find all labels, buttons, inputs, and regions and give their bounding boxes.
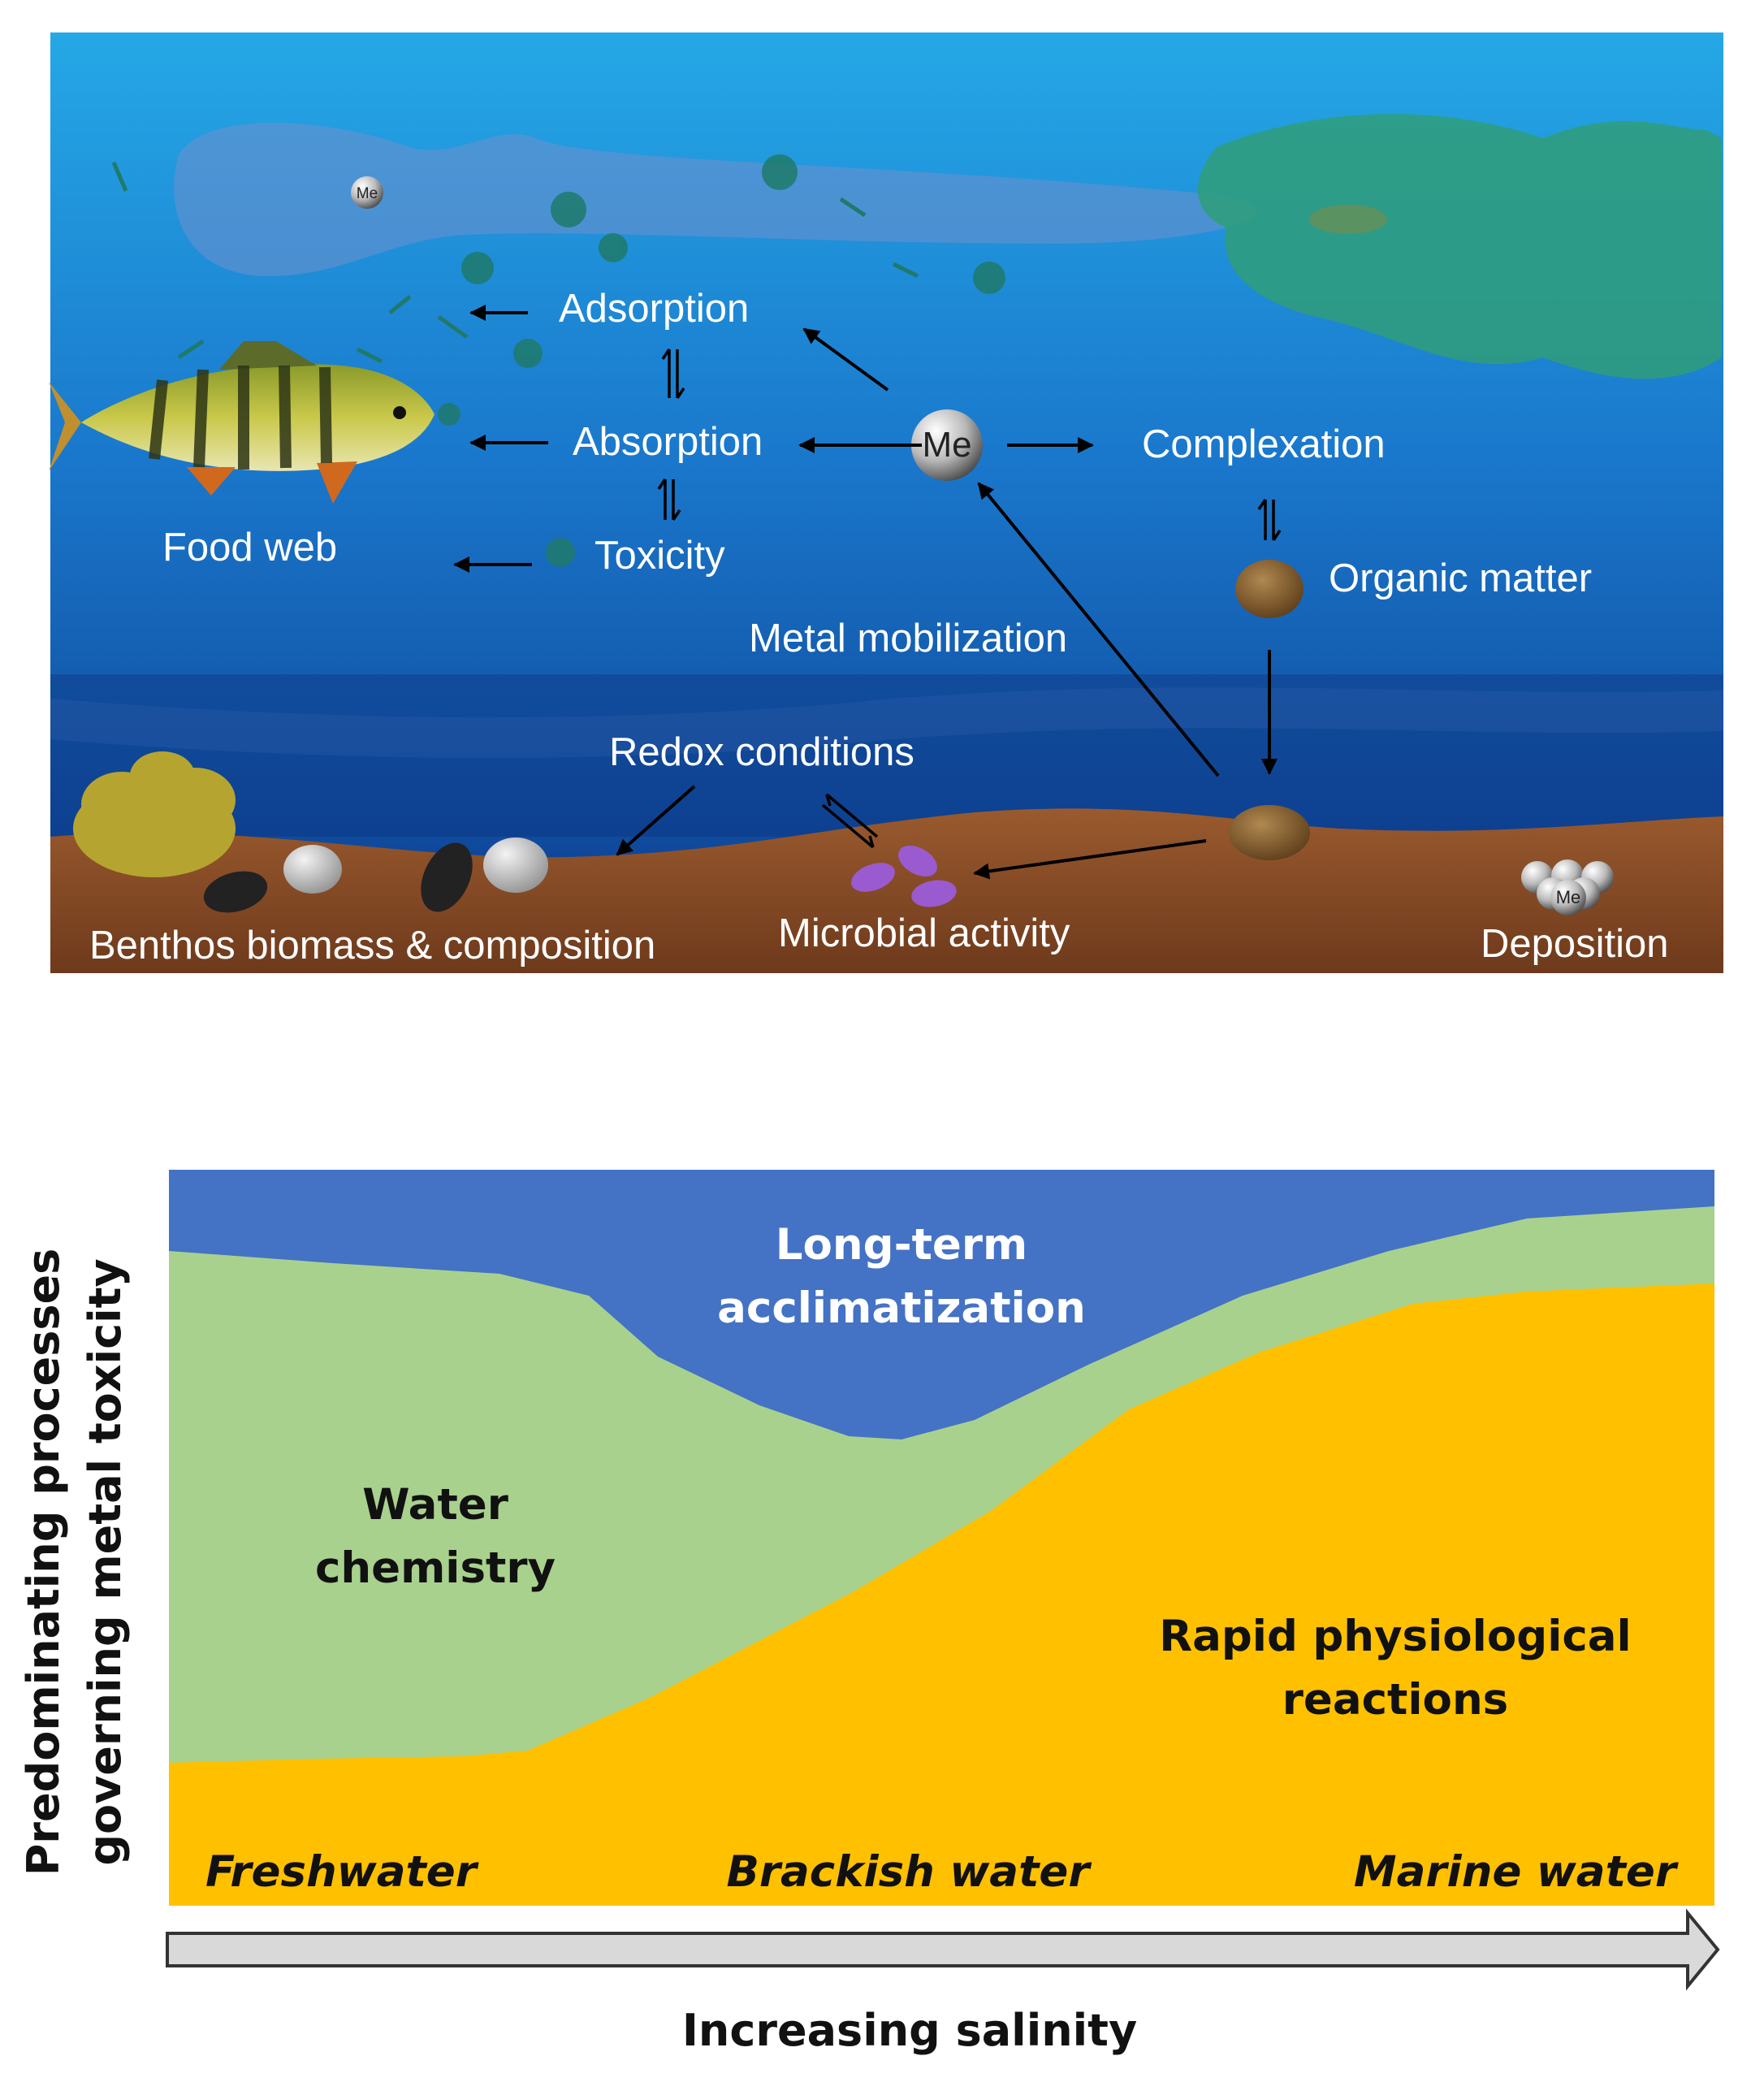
metal-ion-center-label: Me [922, 425, 971, 465]
label-absorption: Absorption [573, 420, 763, 464]
organic-matter-deposited [1229, 805, 1310, 860]
y-axis-label-line1: Predominating processes [18, 1249, 69, 1876]
sediment-ridge [50, 687, 1723, 759]
clam-icon [283, 845, 342, 894]
microbe-cluster [851, 846, 957, 907]
deposition-metal-cluster [1521, 859, 1614, 915]
label-food-web: Food web [162, 526, 337, 569]
equilibrium-arrows [657, 348, 1282, 849]
left-plume [174, 123, 1257, 276]
zone-marine-water: Marine water [1354, 1847, 1679, 1897]
plankton-shrimp [111, 162, 919, 364]
label-organic-matter: Organic matter [1329, 556, 1592, 600]
label-water-chemistry-line2: chemistry [315, 1543, 556, 1593]
deposition-metal-label: Me [1556, 887, 1581, 907]
label-long-term-line2: acclimatization [717, 1283, 1086, 1333]
right-plume [1198, 114, 1722, 379]
label-water-chemistry-line1: Water [362, 1480, 508, 1530]
label-benthos: Benthos biomass & composition [89, 924, 655, 967]
top-panel: Me Me Me [49, 32, 1723, 973]
zone-brackish-water: Brackish water [726, 1847, 1092, 1897]
metal-ion-center [911, 409, 983, 481]
sediment [50, 808, 1723, 973]
small-fish-right [1309, 205, 1387, 234]
label-toxicity: Toxicity [594, 534, 725, 578]
x-axis-label: Increasing salinity [682, 2005, 1137, 2056]
metal-ion-small-label: Me [357, 185, 378, 202]
label-rapid-line1: Rapid physiological [1159, 1612, 1631, 1661]
seaweed-bush [73, 751, 236, 877]
perch-fish [49, 341, 435, 504]
zone-freshwater: Freshwater [205, 1847, 479, 1897]
organic-matter-particle [1235, 560, 1304, 618]
salinity-arrow [166, 1908, 1720, 1991]
label-metal-mobilization: Metal mobilization [749, 617, 1067, 660]
label-deposition: Deposition [1481, 922, 1669, 966]
label-rapid-line2: reactions [1282, 1675, 1508, 1725]
arrows [453, 305, 1278, 880]
plankton [438, 154, 1005, 567]
bottom-panel: Long-term acclimatization Water chemistr… [18, 1170, 1720, 2056]
label-microbial-activity: Microbial activity [778, 911, 1070, 955]
label-complexation: Complexation [1142, 422, 1386, 466]
mussel-icon [203, 871, 268, 913]
label-adsorption: Adsorption [559, 287, 749, 331]
metal-ion-small [351, 176, 383, 209]
band-rapid-physiological-reactions [169, 1283, 1714, 1906]
y-axis-label-line2: governing metal toxicity [80, 1258, 131, 1865]
label-redox-conditions: Redox conditions [609, 730, 914, 774]
label-long-term-line1: Long-term [776, 1220, 1028, 1270]
clam-icon [483, 838, 548, 893]
deep-water-haze [50, 674, 1723, 837]
mussel-icon [421, 842, 473, 912]
